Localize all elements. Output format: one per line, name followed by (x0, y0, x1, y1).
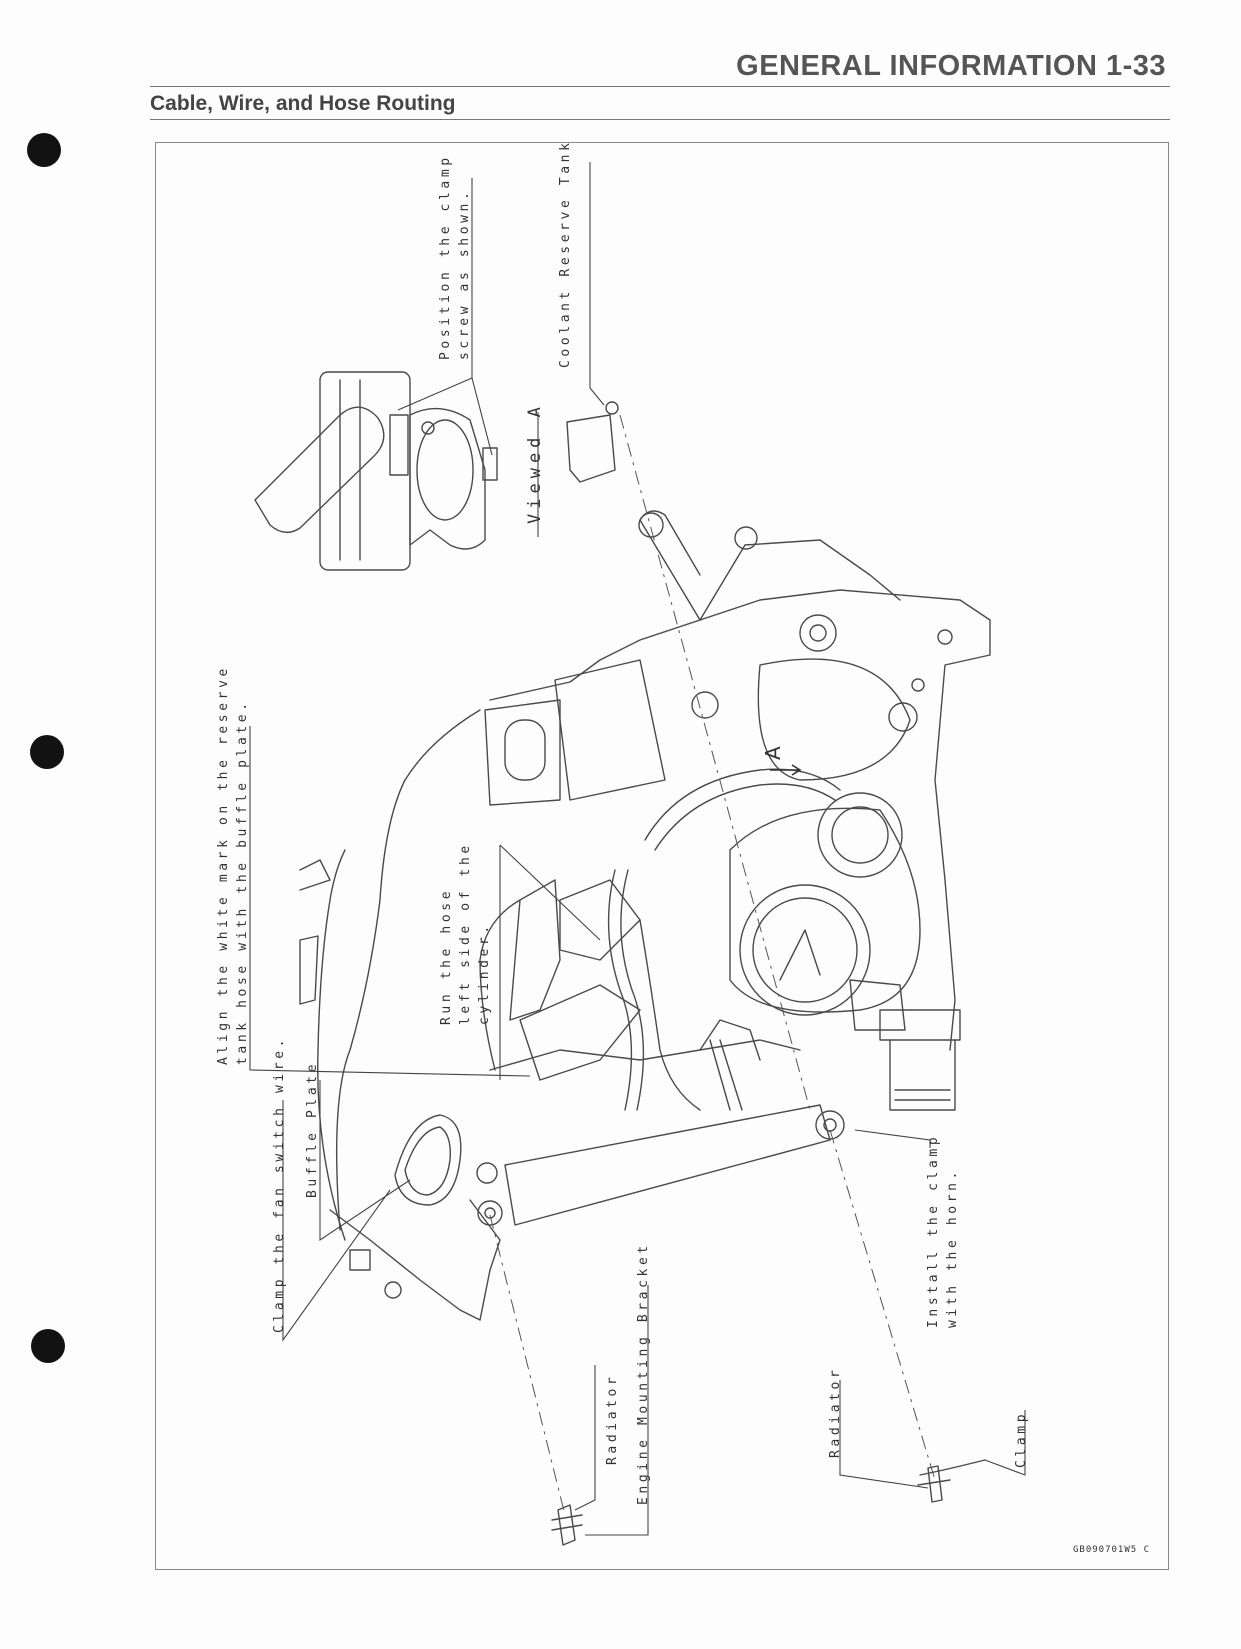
callout-engine-mounting-bracket: Engine Mounting Bracket (636, 1242, 651, 1505)
coolant-tank-bracket (566, 401, 619, 483)
viewed-a-detail (254, 371, 498, 571)
callout-white-mark: Align the white mark on the reserve tank… (216, 665, 250, 1065)
callout-viewed-a: Viewed A (525, 402, 545, 524)
view-arrow-a (770, 764, 802, 776)
callout-radiator-right: Radiator (828, 1366, 843, 1458)
subtitle-rule (150, 119, 1170, 120)
alignment-lines (489, 414, 936, 1516)
figure-code: GB090701W5 C (1073, 1545, 1151, 1555)
engine-assembly (299, 510, 991, 1321)
leader-lines (249, 162, 1026, 1536)
section-subtitle: Cable, Wire, and Hose Routing (150, 92, 456, 115)
callout-buffle-plate: Buffle Plate (305, 1060, 320, 1198)
view-arrow-label: A (761, 746, 785, 760)
callout-coolant-reserve-tank: Coolant Reserve Tank (558, 139, 573, 368)
callout-clamp: Clamp (1014, 1410, 1029, 1468)
punch-hole-top (27, 133, 61, 167)
radiator-clamps (551, 1459, 986, 1546)
callout-fan-switch-wire: Clamp the fan switch wire. (272, 1035, 287, 1333)
header-rule (150, 86, 1170, 87)
callout-radiator-left: Radiator (605, 1373, 620, 1465)
callout-install-clamp: Install the clamp with the horn. (926, 1133, 960, 1328)
section-header: GENERAL INFORMATION 1-33 (736, 50, 1166, 82)
figure-frame (155, 142, 1169, 1570)
callout-run-hose: Run the hose left side of the cylinder. (439, 842, 492, 1025)
punch-hole-bottom (31, 1329, 65, 1363)
callout-position-clamp: Position the clamp screw as shown. (438, 154, 472, 360)
punch-hole-middle (30, 735, 64, 769)
